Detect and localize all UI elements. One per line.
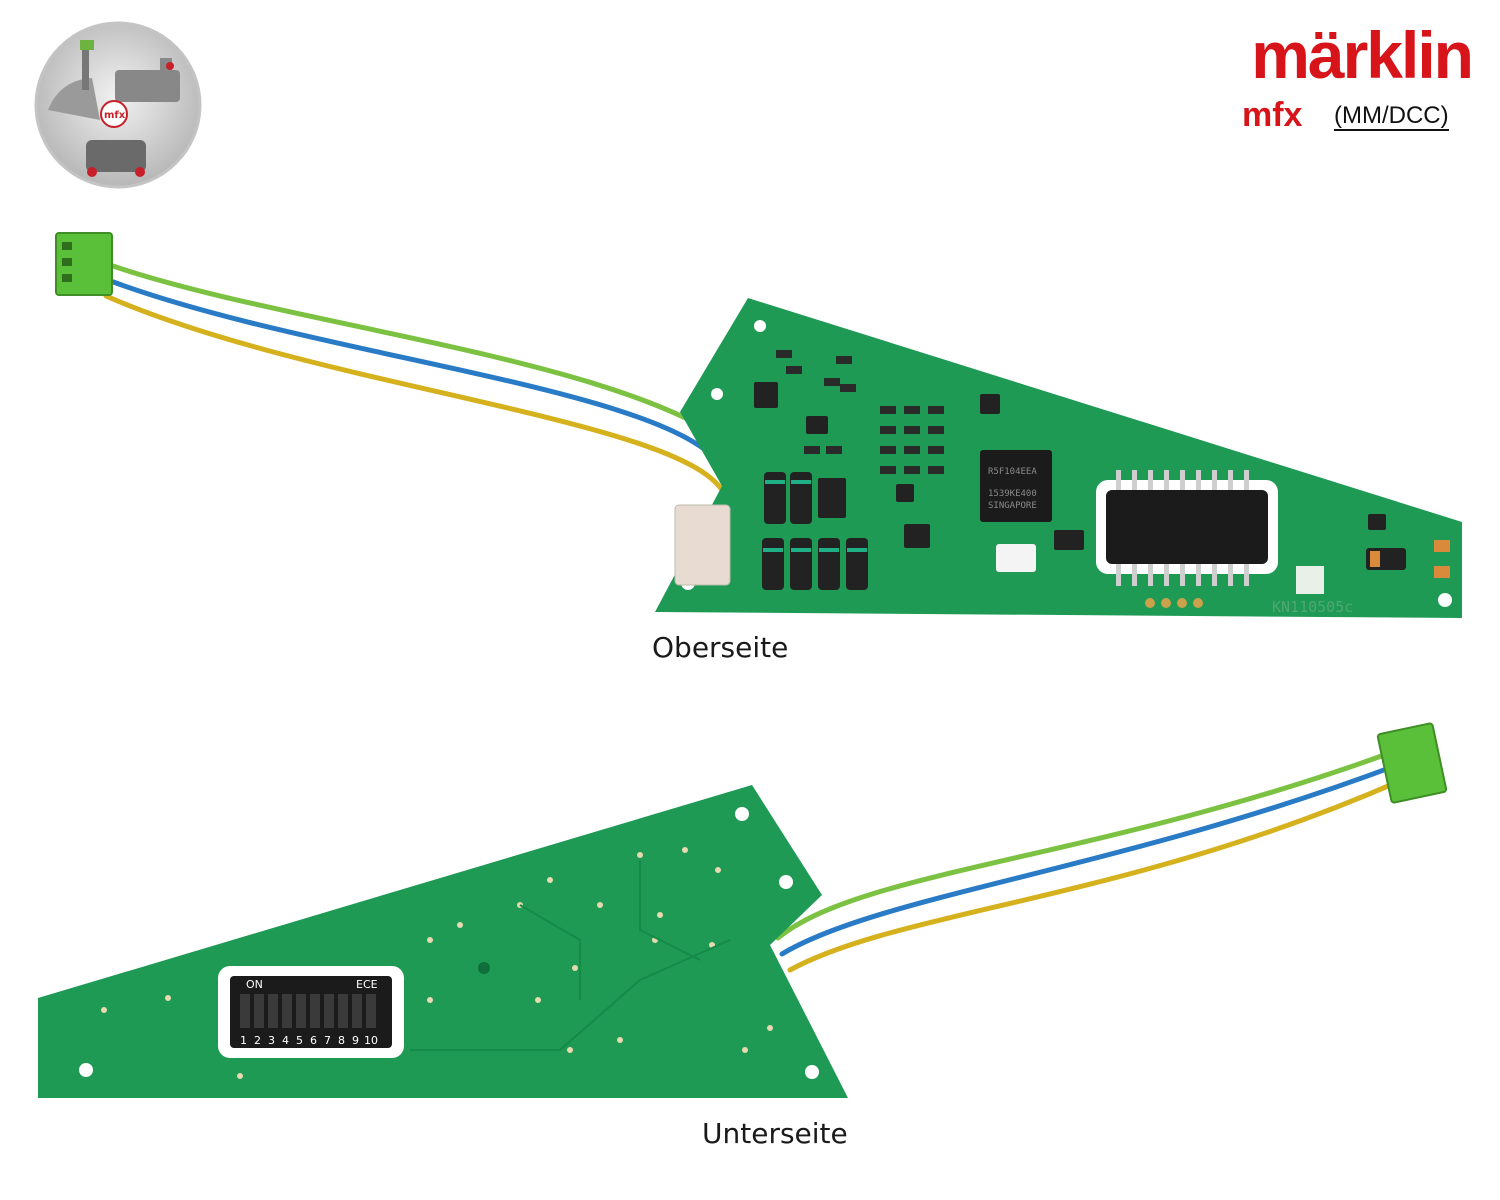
brand-line: mfx — [1242, 96, 1303, 134]
dip-number-2: 2 — [254, 1034, 261, 1047]
mfx-badge-icon: mfx — [34, 21, 202, 189]
pcb-board-bottom: ON ECE 1 2 3 4 5 6 7 8 9 10 — [38, 785, 848, 1098]
dip-number-1: 1 — [240, 1034, 247, 1047]
wire-bundle-bottom — [775, 747, 1405, 973]
dip-label-brand: ECE — [356, 978, 378, 991]
dip-number-8: 8 — [338, 1034, 345, 1047]
pcb-code: KN110505c — [1272, 598, 1353, 616]
wire-bundle-top — [103, 262, 755, 501]
dip-number-10: 10 — [364, 1034, 378, 1047]
dip-number-5: 5 — [296, 1034, 303, 1047]
pcb-board-top: R5F104EEA 1539KE400 SINGAPORE — [655, 298, 1462, 618]
dip-number-6: 6 — [310, 1034, 317, 1047]
dip-number-9: 9 — [352, 1034, 359, 1047]
chip-line-2: 1539KE400 — [988, 489, 1037, 499]
protocol-label: (MM/DCC) — [1334, 102, 1449, 131]
connector-plug-bottom-icon — [1376, 722, 1448, 804]
svg-text:mfx: mfx — [104, 110, 126, 121]
dip-number-3: 3 — [268, 1034, 275, 1047]
caption-top-side: Oberseite — [652, 631, 789, 664]
chip-line-1: R5F104EEA — [988, 467, 1037, 477]
dip-label-on: ON — [246, 978, 263, 991]
chip-line-3: SINGAPORE — [988, 501, 1037, 511]
caption-bottom-side: Unterseite — [702, 1117, 848, 1150]
dip-number-4: 4 — [282, 1034, 289, 1047]
brand-logo: märklin — [1251, 18, 1474, 92]
connector-plug-icon — [55, 232, 113, 296]
dip-number-7: 7 — [324, 1034, 331, 1047]
